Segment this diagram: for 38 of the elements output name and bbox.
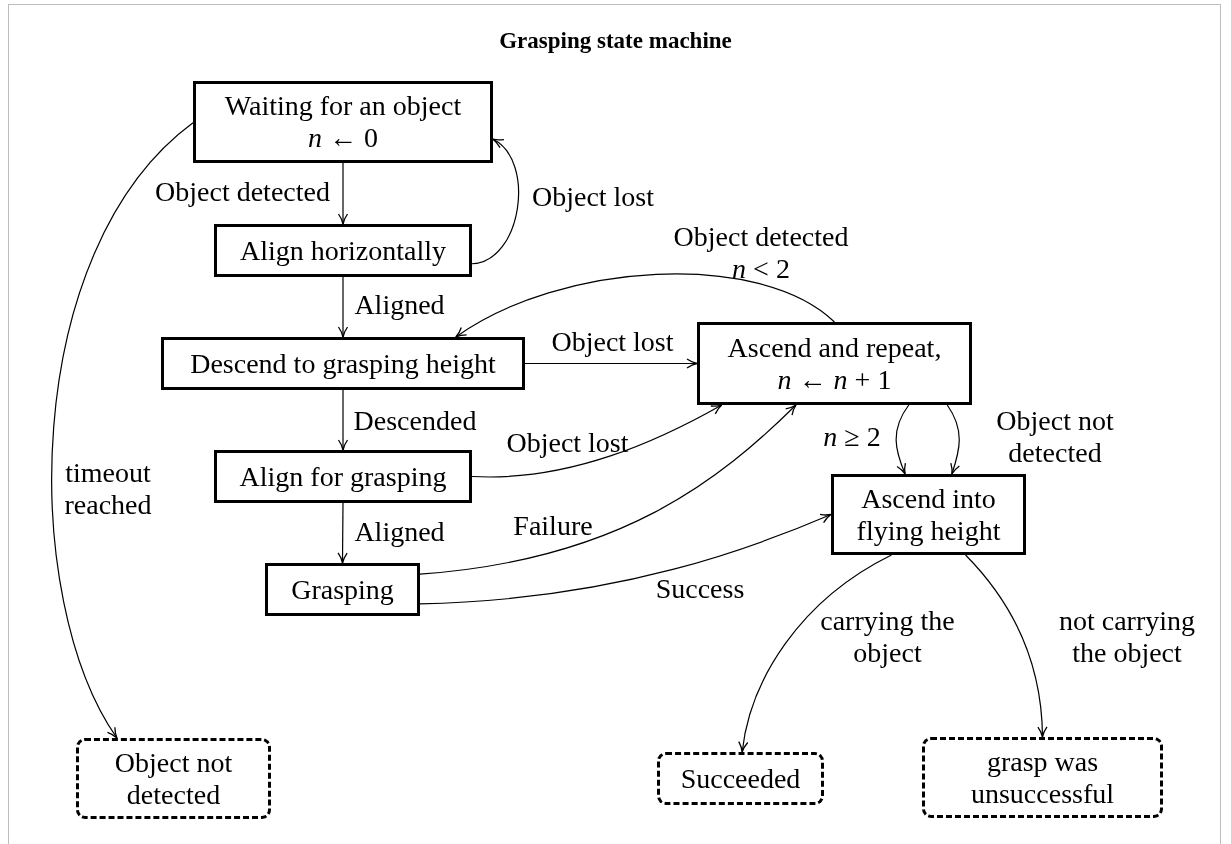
- state-label: Align horizontally: [239, 234, 447, 267]
- state-label: Succeeded: [680, 762, 801, 795]
- state-label: n ← 0: [308, 122, 378, 154]
- state-box: [161, 337, 525, 390]
- state-box: [697, 322, 972, 405]
- state-label: Ascend into flying height: [855, 482, 1002, 547]
- edge-label: Object detected n < 2: [672, 221, 850, 285]
- state-box: [265, 563, 420, 616]
- state-box: [214, 450, 472, 503]
- state-label: Ascend and repeat,: [727, 331, 942, 364]
- edge-label: Failure: [512, 510, 594, 542]
- edge-label: Object lost: [530, 181, 656, 213]
- state-label: n ← n + 1: [777, 363, 892, 396]
- edge-label: Aligned: [353, 289, 446, 321]
- edge-label: timeout reached: [63, 457, 153, 521]
- edge-label: Object lost: [505, 427, 630, 459]
- state-label: Grasping: [291, 573, 394, 606]
- final-state-box: [76, 738, 271, 819]
- edge-label: Object lost: [550, 326, 675, 358]
- edge-label: Aligned: [353, 516, 446, 548]
- diagram-title: Grasping state machine: [498, 28, 733, 54]
- state-label: Object not detected: [113, 746, 234, 811]
- edge-label: Object detected: [154, 176, 331, 208]
- edge-label: not carrying the object: [1057, 605, 1197, 669]
- state-label: Waiting for an object: [224, 90, 462, 122]
- state-label: Align for grasping: [239, 460, 447, 493]
- edge-label: Success: [654, 573, 746, 605]
- edge-label: Descended: [352, 405, 478, 437]
- state-label: Descend to grasping height: [190, 347, 496, 380]
- edge-label: Object not detected: [995, 405, 1115, 469]
- state-box: [831, 474, 1026, 555]
- state-label: grasp was unsuccessful: [969, 745, 1116, 810]
- state-box: [214, 224, 472, 277]
- final-state-box: [922, 737, 1163, 818]
- state-box: [193, 81, 493, 163]
- final-state-box: [657, 752, 824, 805]
- edge-label: carrying the object: [820, 605, 955, 669]
- edge-label: n ≥ 2: [822, 421, 882, 453]
